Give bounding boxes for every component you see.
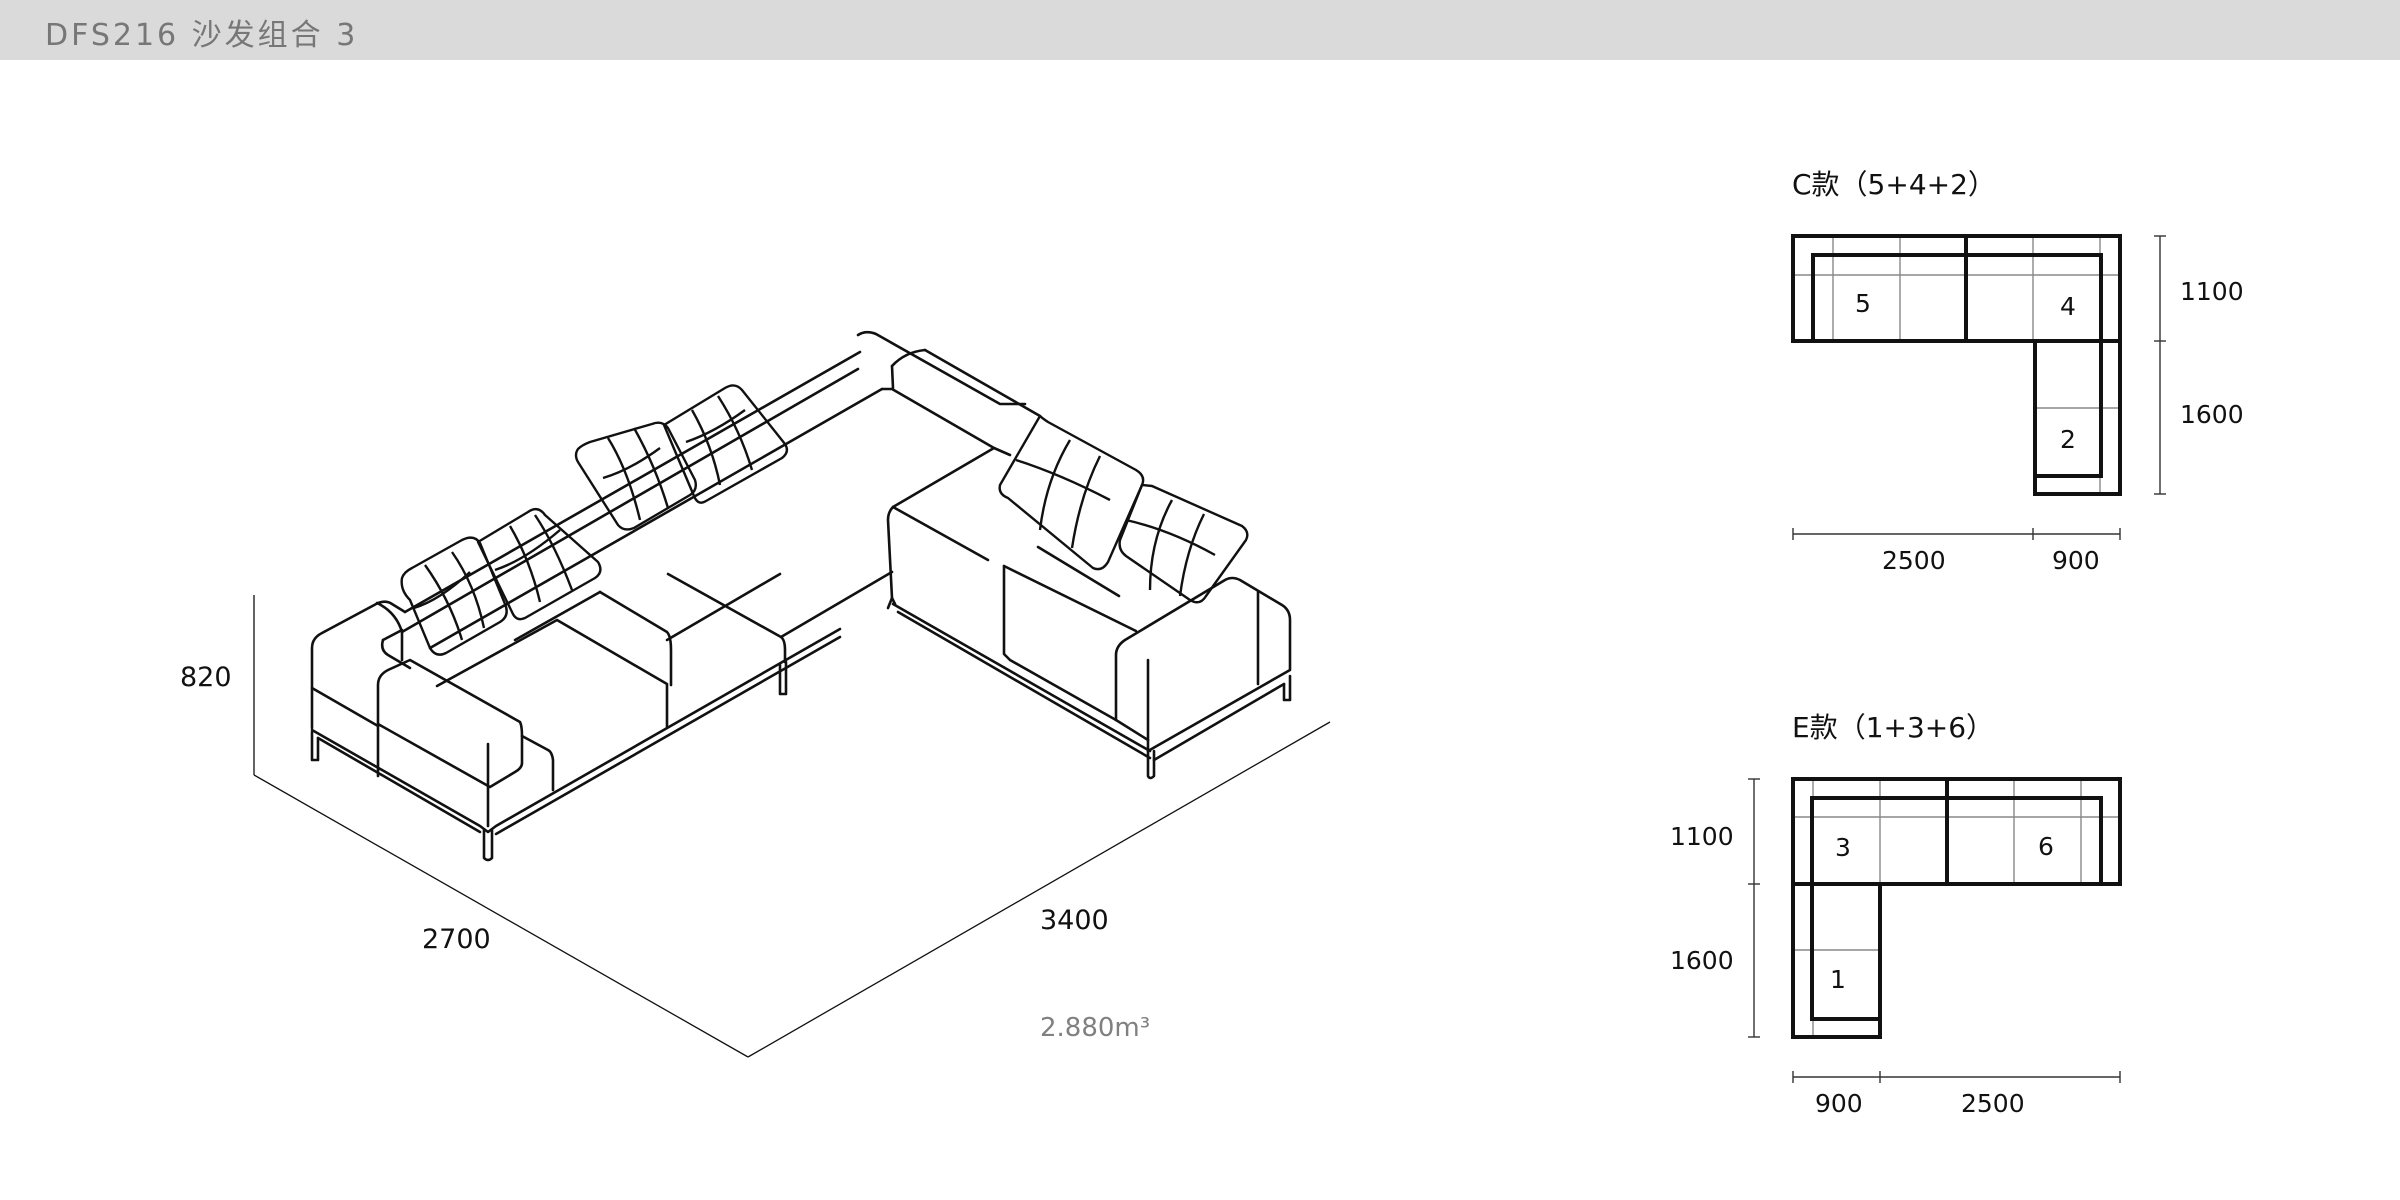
iso-dimension-lines bbox=[253, 595, 1331, 1058]
plan-c-title: C款（5+4+2） bbox=[1792, 168, 1996, 201]
plan-e-module-3: 3 bbox=[1835, 833, 1851, 862]
plan-c-height-leg: 1600 bbox=[2180, 400, 2244, 429]
plan-c-module-4: 4 bbox=[2060, 292, 2076, 321]
plan-c-width-leg: 900 bbox=[2052, 546, 2100, 575]
header-bar: DFS216 沙发组合 3 bbox=[0, 0, 2400, 60]
width-dimension-label: 3400 bbox=[1040, 905, 1109, 936]
plan-c-module-2: 2 bbox=[2060, 425, 2076, 454]
sofa-isometric bbox=[310, 330, 1292, 862]
plan-c-width-main: 2500 bbox=[1882, 546, 1946, 575]
plan-e-title: E款（1+3+6） bbox=[1792, 711, 1995, 744]
plan-e-module-6: 6 bbox=[2038, 832, 2054, 861]
page-title: DFS216 沙发组合 3 bbox=[45, 18, 359, 53]
plan-c-module-5: 5 bbox=[1855, 289, 1871, 318]
plan-e-module-1: 1 bbox=[1830, 965, 1846, 994]
plan-c-height-top: 1100 bbox=[2180, 277, 2244, 306]
depth-dimension-label: 2700 bbox=[422, 924, 491, 955]
volume-label: 2.880m³ bbox=[1040, 1013, 1151, 1043]
plan-e-height-top: 1100 bbox=[1670, 822, 1734, 851]
plan-e-height-leg: 1600 bbox=[1670, 946, 1734, 975]
plan-e-width-leg: 900 bbox=[1815, 1089, 1863, 1118]
plan-c-diagram bbox=[1791, 234, 2166, 540]
tufted-cushions bbox=[400, 384, 1249, 656]
plan-e-width-main: 2500 bbox=[1961, 1089, 2025, 1118]
height-dimension-label: 820 bbox=[180, 662, 232, 693]
plan-e-diagram bbox=[1748, 777, 2122, 1083]
